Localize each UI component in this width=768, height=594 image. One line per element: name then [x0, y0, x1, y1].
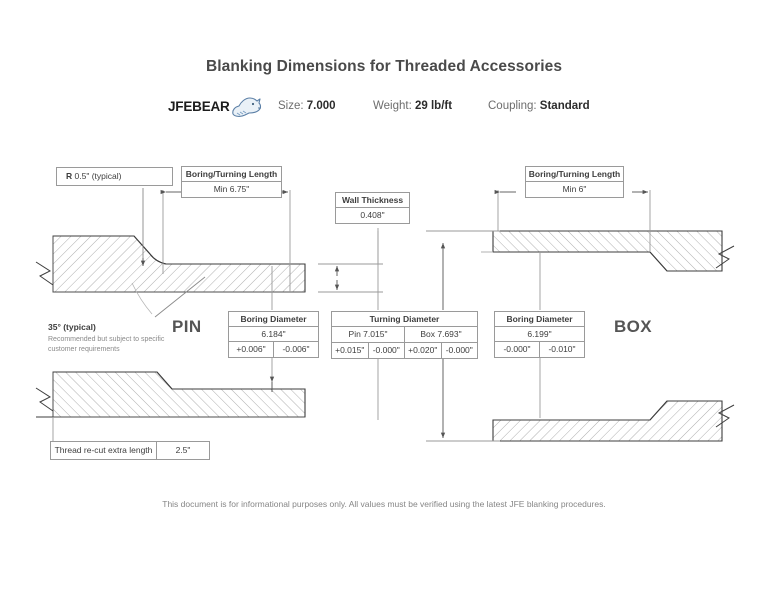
td-box-tol-minus: -0.000" [445, 345, 473, 355]
meta-weight: Weight: 29 lb/ft [373, 100, 452, 112]
brand-name: JFEBEAR [168, 99, 230, 114]
td-header: Turning Diameter [332, 312, 477, 327]
td-box-value: Box 7.693" [420, 329, 462, 339]
pin-boring-turning-length-box: Boring/Turning Length Min 6.75" [181, 166, 282, 198]
box-upper-profile [481, 230, 735, 272]
td-pin-value: Pin 7.015" [332, 327, 405, 342]
meta-size: Size: 7.000 [278, 100, 336, 112]
angle-callout-note: Recommended but subject to specific cust… [48, 336, 165, 353]
pin-bd-header: Boring Diameter [229, 312, 318, 327]
td-box-tol-plus: +0.020" [405, 343, 442, 358]
turning-diameter-table: Turning Diameter Pin 7.015" Box 7.693" +… [331, 311, 478, 359]
meta-weight-value: 29 lb/ft [414, 100, 453, 112]
td-pin-tol-minus: -0.000" [369, 343, 405, 358]
meta-coupling: Coupling: Standard [488, 100, 590, 112]
pin-upper-profile [35, 235, 306, 293]
radius-prefix: R [66, 171, 73, 181]
pin-btl-value: Min 6.75" [213, 184, 250, 194]
box-bd-tol-upper: -0.000" [495, 342, 540, 357]
box-btl-value: Min 6" [562, 184, 587, 194]
box-side-label: BOX [614, 317, 653, 336]
meta-size-label: Size: [278, 100, 304, 112]
box-turning-diameter-dimension [426, 230, 500, 442]
box-btl-header: Boring/Turning Length [526, 167, 623, 182]
meta-coupling-value: Standard [539, 100, 590, 112]
box-boring-diameter-table: Boring Diameter 6.199" -0.000" -0.010" [494, 311, 585, 358]
td-value-row: Pin 7.015" Box 7.693" [332, 327, 477, 343]
box-bd-value: 6.199" [495, 327, 584, 342]
angle-leader-line [131, 276, 206, 318]
box-bd-tol-lower: -0.010" [548, 344, 576, 354]
pin-bd-tol-plus: +0.006" [229, 342, 274, 357]
thread-recut-label: Thread re-cut extra length [51, 442, 157, 459]
thread-recut-value: 2.5" [175, 445, 191, 455]
wall-thickness-header: Wall Thickness [336, 193, 409, 208]
pin-boring-diameter-table: Boring Diameter 6.184" +0.006" -0.006" [228, 311, 319, 358]
meta-size-value: 7.000 [306, 100, 336, 112]
box-lower-profile [481, 400, 735, 442]
box-bd-tolerance-row: -0.000" -0.010" [495, 342, 584, 357]
pin-bd-value: 6.184" [229, 327, 318, 342]
radius-value: 0.5" (typical) [74, 171, 122, 181]
angle-callout-title: 35° (typical) [48, 322, 96, 332]
td-pin-tol-plus: +0.015" [332, 343, 369, 358]
wall-thickness-dimension [318, 231, 383, 293]
meta-weight-label: Weight: [373, 100, 412, 112]
brand-bar: JFEBEAR Size: 7.000 Weight: 29 lb/ft Cou… [168, 96, 608, 122]
box-boring-turning-length-box: Boring/Turning Length Min 6" [525, 166, 624, 198]
meta-coupling-label: Coupling: [488, 100, 537, 112]
td-tolerance-row: +0.015" -0.000" +0.020" -0.000" [332, 343, 477, 358]
pin-lower-profile [35, 371, 306, 418]
box-bd-header: Boring Diameter [495, 312, 584, 327]
bear-head-icon [229, 94, 263, 120]
page-title: Blanking Dimensions for Threaded Accesso… [205, 58, 563, 75]
wall-thickness-value: 0.408" [360, 210, 385, 220]
box-length-dimension [494, 189, 651, 252]
pin-bd-tol-minus: -0.006" [282, 344, 310, 354]
pin-side-label: PIN [172, 317, 202, 336]
wall-thickness-box: Wall Thickness 0.408" [335, 192, 410, 224]
pin-bd-tolerance-row: +0.006" -0.006" [229, 342, 318, 357]
pin-btl-header: Boring/Turning Length [182, 167, 281, 182]
radius-callout-box: R 0.5" (typical) [56, 167, 173, 186]
footer-disclaimer: This document is for informational purpo… [162, 499, 606, 509]
thread-recut-box: Thread re-cut extra length 2.5" [50, 441, 210, 460]
